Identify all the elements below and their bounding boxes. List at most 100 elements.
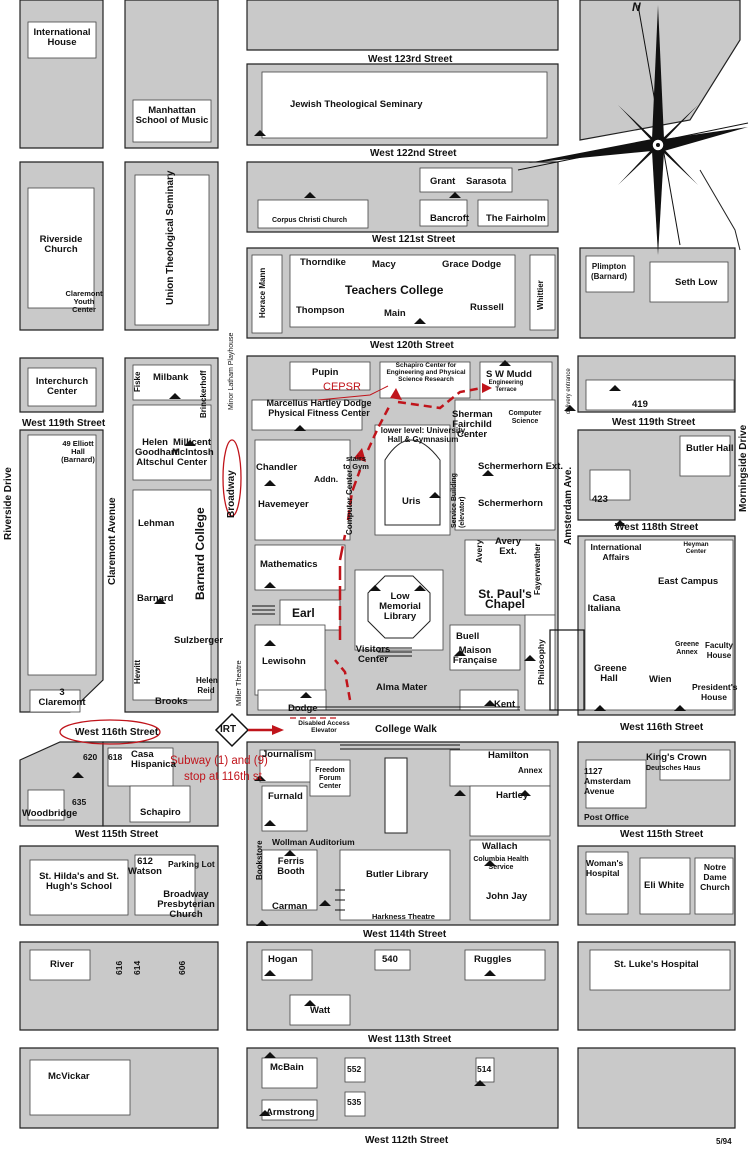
label-hogan: Hogan xyxy=(268,954,298,965)
label-annex: Annex xyxy=(518,766,543,775)
label-low-library: Low Memorial Library xyxy=(379,591,421,622)
label-irt: IRT xyxy=(220,724,237,735)
street-w114: West 114th Street xyxy=(363,929,447,940)
label-delivery: delivery entrance xyxy=(566,368,572,414)
morningside-road xyxy=(699,169,741,251)
label-grace-dodge: Grace Dodge xyxy=(442,259,502,270)
label-furnald: Furnald xyxy=(268,791,303,802)
label-broadway-pres: Broadway Presbyterian Church xyxy=(157,889,215,920)
label-pupin: Pupin xyxy=(312,367,339,378)
street-w119-right: West 119th Street xyxy=(612,417,696,428)
label-heyman: Heyman Center xyxy=(683,541,709,555)
street-w119-left: West 119th Street xyxy=(22,418,106,429)
street-w120: West 120th Street xyxy=(370,340,454,351)
label-date: 5/94 xyxy=(716,1137,732,1146)
label-parking: Parking Lot xyxy=(168,859,215,869)
label-computer-science: Computer Science xyxy=(508,410,542,425)
street-broadway: Broadway xyxy=(226,470,237,518)
entrance-markers xyxy=(72,130,686,1116)
street-morningside: Morningside Drive xyxy=(738,424,749,512)
label-552: 552 xyxy=(347,1064,362,1074)
label-dodge-fitness: Marcellus Hartley Dodge Physical Fitness… xyxy=(266,398,372,418)
label-bancroft: Bancroft xyxy=(430,213,470,224)
label-freedom-forum: Freedom Forum Center xyxy=(315,767,345,790)
label-journalism: Journalism xyxy=(262,749,313,760)
label-miller-latham: Minor Latham Playhouse xyxy=(228,332,235,410)
label-philosophy: Philosophy xyxy=(536,639,546,685)
label-514: 514 xyxy=(477,1064,492,1074)
label-st-hildas: St. Hilda's and St. Hugh's School xyxy=(39,871,119,892)
label-helen-reid: Helen Reid xyxy=(196,676,218,695)
label-faculty-house: Faculty House xyxy=(704,641,733,660)
label-kent: Kent xyxy=(494,699,516,710)
label-earl: Earl xyxy=(292,606,315,620)
label-harkness: Harkness Theatre xyxy=(372,912,435,921)
label-fiske: Fiske xyxy=(133,371,142,392)
label-hewitt: Hewitt xyxy=(133,660,142,684)
label-hartley: Hartley xyxy=(496,790,529,801)
label-teachers-college: Teachers College xyxy=(345,283,444,297)
street-w118: West 118th Street xyxy=(615,522,699,533)
label-east-campus: East Campus xyxy=(658,576,719,587)
label-seth-low: Seth Low xyxy=(675,277,718,288)
label-milbank: Milbank xyxy=(153,372,189,383)
route xyxy=(248,385,483,732)
label-subway-note-2: stop at 116th st xyxy=(184,771,262,783)
south-lawn xyxy=(384,757,408,834)
uris-arch xyxy=(384,439,441,526)
buildings xyxy=(27,21,735,1121)
street-w115-right: West 115th Street xyxy=(620,829,704,840)
label-butler-library: Butler Library xyxy=(366,869,429,880)
label-540: 540 xyxy=(382,954,398,965)
label-river: River xyxy=(50,959,74,970)
label-thorndike: Thorndike xyxy=(300,257,346,268)
label-womans-hospital: Woman's Hospital xyxy=(586,858,624,878)
broadway-ellipse xyxy=(222,439,242,517)
label-addn: Addn. xyxy=(314,474,339,484)
label-buell: Buell xyxy=(456,631,480,642)
stairs-marks xyxy=(252,605,520,911)
label-sarasota: Sarasota xyxy=(466,176,507,187)
route-arrows xyxy=(272,383,492,735)
label-423: 423 xyxy=(592,494,608,505)
w116-ellipse xyxy=(59,719,161,745)
label-st-pauls: St. Paul's Chapel xyxy=(478,587,532,611)
label-606: 606 xyxy=(177,960,187,975)
label-lewisohn: Lewisohn xyxy=(262,656,306,667)
label-lower-level: lower level: University Hall & Gymnasium xyxy=(380,426,466,444)
label-greene-hall: Greene Hall xyxy=(594,663,627,684)
street-w112: West 112th Street xyxy=(365,1135,449,1146)
label-havemeyer: Havemeyer xyxy=(258,499,309,510)
street-amsterdam: Amsterdam Ave. xyxy=(563,466,574,545)
label-alma-mater: Alma Mater xyxy=(376,682,428,693)
label-sulzberger: Sulzberger xyxy=(174,635,224,646)
street-w115-left: West 115th Street xyxy=(75,829,159,840)
compass-rose xyxy=(517,4,749,255)
label-horace-mann: Horace Mann xyxy=(258,267,267,318)
label-535: 535 xyxy=(347,1097,362,1107)
label-maison: Maison Française xyxy=(452,645,498,666)
label-deutsches-haus: Deutsches Haus xyxy=(646,765,701,772)
label-mudd: S W Mudd xyxy=(486,369,532,380)
irt-diamond xyxy=(214,712,250,748)
label-stairs: stairs to Gym xyxy=(343,454,369,471)
label-419: 419 xyxy=(632,399,648,410)
label-post-office: Post Office xyxy=(584,812,629,822)
street-w116-left: West 116th Street xyxy=(75,727,159,738)
label-main: Main xyxy=(384,308,406,319)
label-cepsr: CEPSR xyxy=(323,381,361,393)
label-butler-hall: Butler Hall xyxy=(686,443,734,454)
label-jts: Jewish Theological Seminary xyxy=(290,99,423,110)
street-w113: West 113th Street xyxy=(368,1034,452,1045)
label-1127: 1127 Amsterdam Avenue xyxy=(584,766,631,796)
label-elliott: 49 Elliott Hall (Barnard) xyxy=(61,439,95,464)
label-intl-house: International House xyxy=(33,27,91,48)
label-presidents-house: President's House xyxy=(692,682,738,702)
label-chandler: Chandler xyxy=(256,462,298,473)
block-jts xyxy=(246,0,559,51)
label-notre-dame: Notre Dame Church xyxy=(700,862,730,892)
label-st-lukes: St. Luke's Hospital xyxy=(614,959,699,970)
label-avery: Avery xyxy=(474,539,484,563)
street-w122: West 122nd Street xyxy=(370,148,457,159)
